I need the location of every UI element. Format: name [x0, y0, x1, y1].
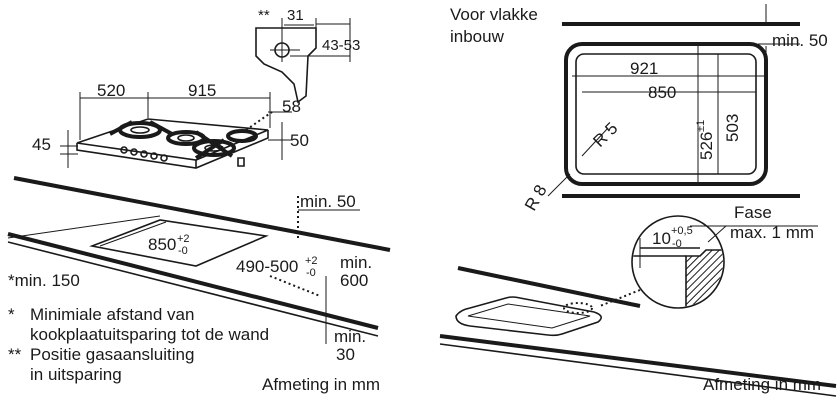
flush-radius-r8: R 8 — [521, 182, 551, 214]
asterisk-gas-label: ** — [258, 7, 270, 24]
footnotes: * Minimiale afstand van kookplaatuitspar… — [8, 305, 269, 384]
flush-depth-526: 526 — [697, 132, 716, 160]
note2-line2: in uitsparing — [30, 365, 122, 384]
note2-line1: Positie gasaansluiting — [30, 345, 194, 364]
dim-58: 58 — [282, 97, 301, 116]
detail-tol-plus: +0,5 — [671, 225, 693, 237]
cutout-width-tol-minus: -0 — [178, 245, 188, 257]
dim-50: 50 — [290, 131, 309, 150]
flush-radius-r5: R 5 — [589, 119, 621, 151]
gas-connection-detail — [255, 18, 351, 104]
cutout-min-600-label: min. — [340, 253, 372, 272]
cutout-width-tol-plus: +2 — [177, 233, 190, 245]
cutout-depth-tol-plus: +2 — [305, 255, 318, 267]
note1-marker: * — [8, 305, 15, 324]
cutout-min-150: *min. 150 — [8, 271, 80, 290]
cutout-min-30-label: min. — [334, 327, 366, 346]
detail-fase: Fase — [734, 203, 772, 222]
detail-tol-minus: -0 — [672, 238, 682, 250]
cutout-min-600-value: 600 — [340, 271, 368, 290]
flush-min-50: min. 50 — [772, 31, 828, 50]
flush-depth-526-tolerance: ±1 — [695, 120, 707, 132]
dim-45: 45 — [32, 135, 51, 154]
flush-title-line1: Voor vlakke — [450, 5, 538, 24]
dim-915: 915 — [188, 81, 216, 100]
hob-dimensions — [60, 92, 292, 168]
worktop-cutout — [7, 176, 391, 344]
cutout-depth-490-500: 490-500 — [236, 257, 298, 276]
dim-520: 520 — [97, 81, 125, 100]
note1-line1: Minimiale afstand van — [30, 305, 194, 324]
detail-max: max. 1 mm — [730, 223, 814, 242]
hob-perspective — [76, 118, 269, 169]
right-unit-label: Afmeting in mm — [703, 375, 821, 394]
cutout-min-50: min. 50 — [300, 192, 356, 211]
flush-depth-503: 503 — [723, 114, 742, 142]
flush-title-line2: inbouw — [450, 27, 505, 46]
note2-marker: ** — [8, 345, 22, 364]
dim-43-53: 43-53 — [322, 37, 360, 54]
edge-detail — [563, 215, 818, 314]
note1-line2: kookplaatuitsparing tot de wand — [30, 325, 269, 344]
dim-31: 31 — [287, 7, 304, 24]
left-unit-label: Afmeting in mm — [262, 375, 380, 394]
flush-dim-850: 850 — [648, 83, 676, 102]
detail-dim-10: 10 — [652, 229, 671, 248]
cutout-depth-tol-minus: -0 — [306, 267, 316, 279]
cutout-min-30-value: 30 — [336, 345, 355, 364]
flush-cutout-top-view — [547, 4, 800, 198]
flush-dim-921: 921 — [630, 59, 658, 78]
flush-worktop-perspective — [439, 266, 837, 397]
cutout-width-850: 850 — [148, 235, 176, 254]
